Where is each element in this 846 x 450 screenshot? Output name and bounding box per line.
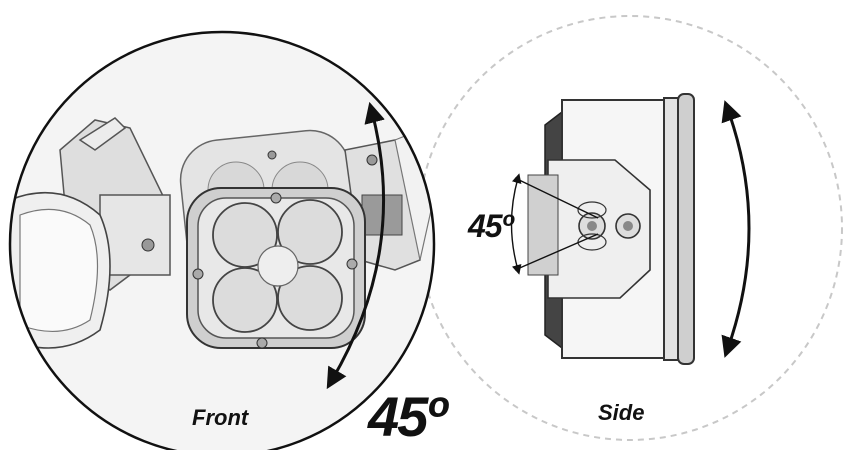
screw-icon [256,337,268,349]
lens-cluster [212,199,343,333]
screw-icon [192,268,204,280]
front-view-label: Front [192,405,249,430]
side-view-light [527,93,695,365]
side-rotation-arrow-icon [721,100,751,358]
left-housing [10,191,111,349]
side-view-label: Side [598,400,645,425]
side-angle-label: 45º [468,208,513,244]
side-angle-dimension [510,173,599,275]
main-angle-label: 45º [368,385,447,448]
screw-icon [346,258,358,270]
screw-icon [270,192,282,204]
front-rotation-arrow-icon [326,101,385,390]
front-light [186,187,366,349]
